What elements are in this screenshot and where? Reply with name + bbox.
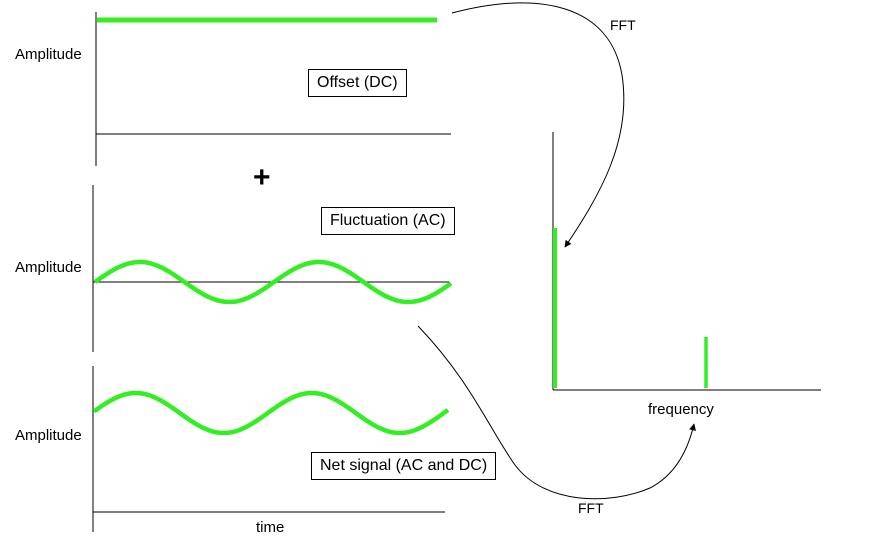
amplitude-label-dc: Amplitude: [15, 46, 82, 63]
amplitude-label-ac: Amplitude: [15, 259, 82, 276]
net-signal-wave: [92, 390, 450, 436]
net-signal-panel: [92, 366, 450, 532]
fft-label-top: FFT: [610, 17, 636, 33]
frequency-axis-label: frequency: [648, 401, 714, 418]
ac-signal-wave: [93, 259, 453, 305]
plus-sign: +: [253, 161, 271, 194]
amplitude-label-net: Amplitude: [15, 427, 82, 444]
offset-dc-box: Offset (DC): [308, 69, 407, 97]
time-axis-label: time: [256, 519, 285, 536]
frequency-panel: [552, 132, 821, 391]
fft-arrow-bottom: [417, 325, 696, 500]
fft-arrow-top: [451, 2, 625, 248]
ac-fluctuation-panel: [92, 185, 453, 352]
fluctuation-ac-box: Fluctuation (AC): [321, 207, 455, 235]
dc-offset-panel: [95, 12, 451, 166]
net-signal-box: Net signal (AC and DC): [311, 452, 497, 480]
fft-label-bottom: FFT: [578, 500, 604, 516]
